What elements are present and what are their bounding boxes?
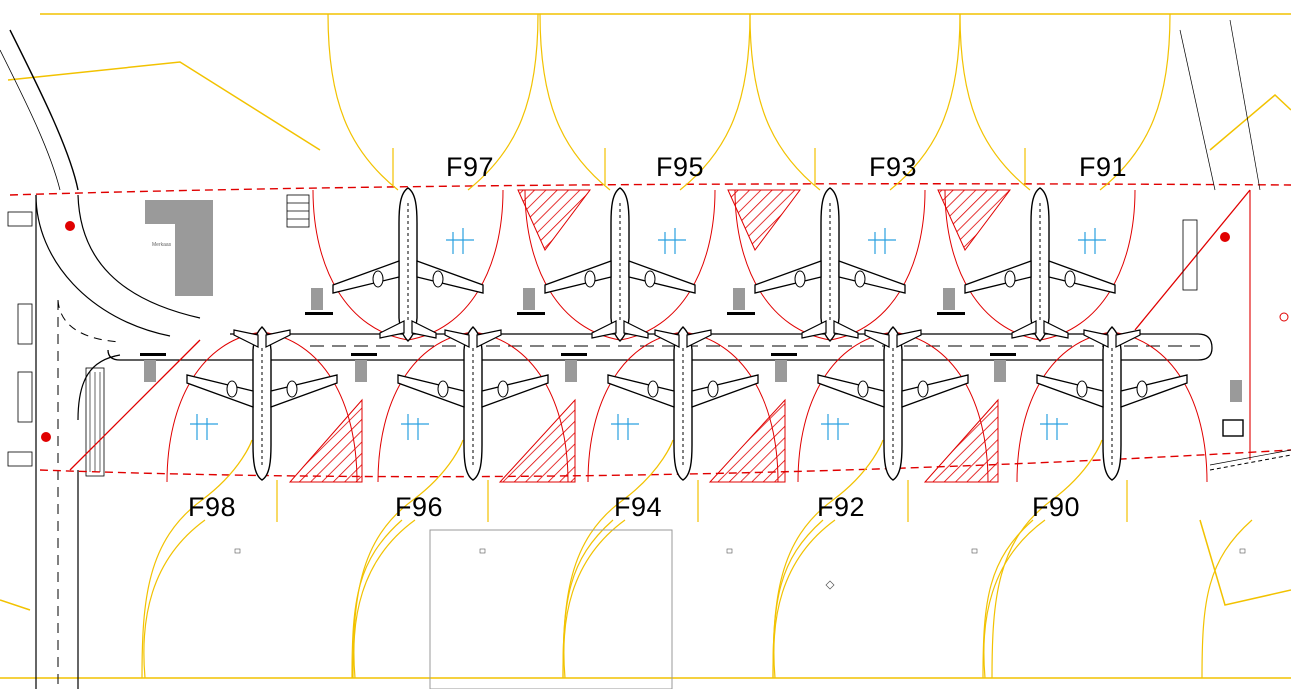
aircraft-stand	[990, 326, 1253, 679]
stand-label-f90: F90	[1032, 492, 1081, 522]
aircraft-stand	[771, 326, 1034, 679]
stand-label-f96: F96	[395, 492, 444, 522]
bottom-stands-group	[140, 326, 1253, 679]
taxilane-outer-lines	[0, 13, 1291, 679]
stand-label-f95: F95	[656, 152, 705, 182]
stand-label-f93: F93	[869, 152, 918, 182]
service-road	[0, 29, 201, 689]
aircraft-icon	[332, 187, 484, 342]
stair-structure	[286, 194, 310, 228]
aircraft-stand	[727, 13, 961, 342]
aircraft-icon	[1036, 326, 1188, 481]
stand-label-f97: F97	[446, 152, 495, 182]
stand-markers	[41, 221, 1289, 442]
aircraft-stand	[517, 13, 751, 342]
aircraft-stand	[561, 326, 824, 679]
stand-label-f94: F94	[614, 492, 663, 522]
stand-label-f98: F98	[188, 492, 237, 522]
central-taxilane	[107, 333, 1213, 361]
aircraft-stand	[305, 13, 539, 342]
hatched-zones-bottom	[288, 398, 999, 483]
aircraft-icon	[964, 187, 1116, 342]
building-label: Merkaas	[152, 242, 172, 248]
aircraft-icon	[754, 187, 906, 342]
aircraft-icon	[397, 326, 549, 481]
aircraft-icon	[817, 326, 969, 481]
aircraft-stand	[140, 326, 403, 679]
aircraft-icon	[544, 187, 696, 342]
aircraft-stand	[351, 326, 614, 679]
aircraft-icon	[607, 326, 759, 481]
top-stands-group	[305, 13, 1171, 342]
hatched-zones-top	[517, 189, 1011, 251]
lower-taxilane-arcs	[143, 519, 1246, 689]
stand-label-f92: F92	[817, 492, 866, 522]
apron-boundary	[9, 183, 1291, 478]
stand-label-f91: F91	[1079, 152, 1128, 182]
aircraft-stand	[937, 13, 1171, 342]
merkaas-building	[145, 200, 213, 296]
right-service-road	[1179, 19, 1291, 471]
aircraft-icon	[186, 326, 338, 481]
